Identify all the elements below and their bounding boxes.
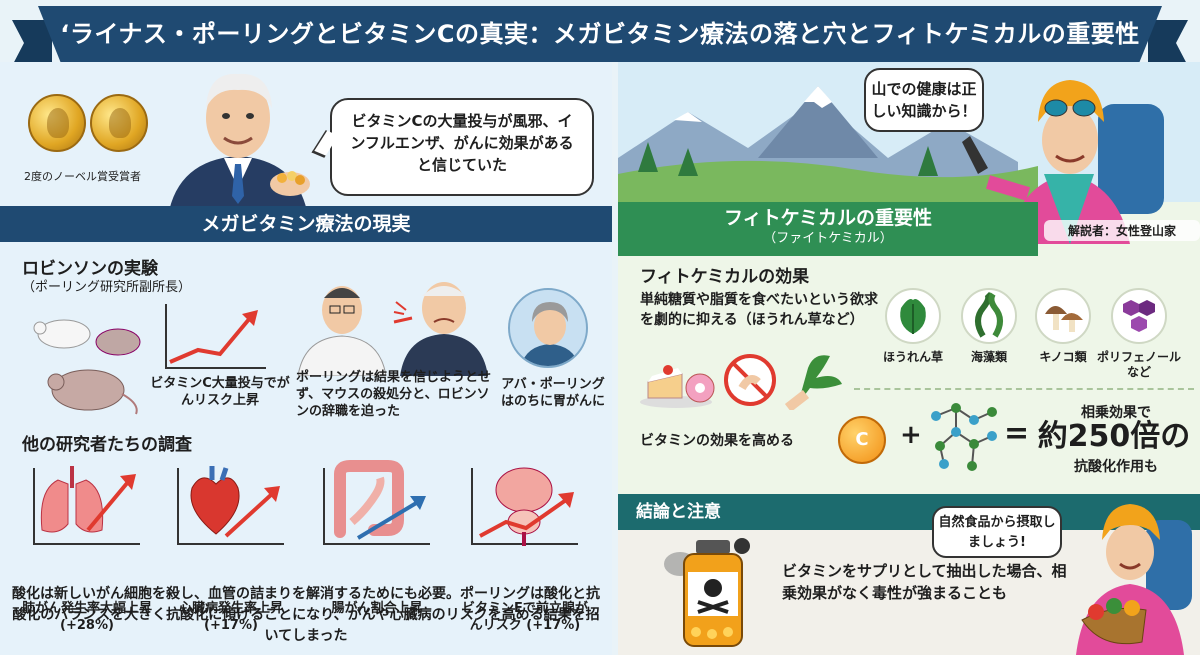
study-label-lung: 肺がん発生率大幅上昇 (+28%) (22, 601, 153, 633)
megavitamin-section-title: メガビタミン療法の現実 (0, 206, 612, 242)
vitamin-c-icon: C (838, 416, 886, 464)
nobel-caption: 2度のノーベル賞受賞者 (24, 170, 141, 183)
plus-sign: + (900, 420, 922, 450)
enhance-vitamin-label: ビタミンの効果を高める (640, 433, 794, 449)
prostate-icon (471, 467, 578, 546)
scientists-argument-illustration (298, 282, 488, 376)
hiker-with-basket-illustration (1076, 504, 1192, 655)
pauling-speech-bubble: ビタミンCの大量投与が風邪、インフルエンザ、がんに効果があると信じていた (311, 98, 594, 196)
spinach-label: ほうれん草 (882, 350, 943, 364)
phytochemical-section-title: フィトケミカルの重要性 （ファイトケミカル） (618, 202, 1038, 256)
pauling-speech-text: ビタミンCの大量投与が風邪、インフルエンザ、がんに効果があると信じていた (350, 112, 574, 174)
phytochemical-subtitle: （ファイトケミカル） (763, 231, 893, 246)
vitamin-c-risk-caption: ビタミンC大量投与でがんリスク上昇 (150, 376, 290, 408)
seaweed-item (958, 288, 1020, 344)
synergy-top-text: 相乗効果で (1081, 405, 1151, 421)
pauling-reaction-caption: ポーリングは結果を信じようとせず、マウスの殺処分と、ロビンソンの辞職を迫った (296, 370, 492, 419)
medal-icon (28, 94, 86, 152)
ava-pauling-portrait (508, 288, 588, 368)
left-conclusion-text: 酸化は新しいがん細胞を殺し、血管の詰まりを解消するためにも必要。ポーリングは酸化… (12, 586, 600, 644)
hiker2-speech-bubble: 自然食品から摂取しましょう! (932, 506, 1062, 558)
equals-sign: = (1004, 416, 1030, 451)
study-label-intestine: 腸がん割合上昇 (331, 601, 423, 616)
title-banner: ‘ライナス・ポーリングとビタミンCの真実：メガビタミン療法の落と穴とフィトケミカ… (12, 6, 1188, 66)
study-label-prostate: ビタミンEで前立腺がんリスク (+17%) (462, 601, 588, 633)
page-title: ‘ライナス・ポーリングとビタミンCの真実：メガビタミン療法の落と穴とフィトケミカ… (60, 20, 1140, 48)
intestine-icon (323, 460, 430, 545)
commentator-label: 解説者：女性登山家 (1044, 220, 1200, 241)
phytochemical-effect-description: 単純糖質や脂質を食べたいという欲求を劇的に抑える（ほうれん草など） (640, 292, 878, 328)
seaweed-icon (975, 291, 1003, 338)
study-card-lung: 肺がん発生率大幅上昇 (+28%) (22, 460, 152, 633)
pauling-portrait (168, 73, 310, 216)
study-card-intestine: 腸がん割合上昇 (318, 460, 436, 616)
ava-pauling-caption: アバ・ポーリングはのちに胃がんに (500, 377, 605, 409)
mushroom-icon (1045, 306, 1083, 332)
robinson-subheading: （ポーリング研究所副所長） (22, 280, 192, 295)
phytochemical-effect-heading: フィトケミカルの効果 (640, 267, 810, 287)
vitamin-c-risk-graph (165, 304, 266, 369)
robinson-heading: ロビンソンの実験 (22, 259, 158, 279)
polyphenol-label: ポリフェノールなど (1096, 350, 1181, 379)
mushroom-label: キノコ類 (1039, 350, 1087, 364)
mice-illustration (33, 319, 141, 415)
caution-text: ビタミンをサプリとして抽出した場合、相乗効果がなく毒性が強まることも (782, 562, 1067, 602)
medal-icon (90, 94, 148, 152)
lungs-icon (33, 466, 140, 545)
hiker-speech-bubble: 山での健康は正しい知識から！ (864, 68, 984, 132)
heart-icon (177, 466, 284, 545)
other-researchers-heading: 他の研究者たちの調査 (22, 435, 192, 455)
spinach-icon (900, 299, 926, 334)
phytochemical-title: フィトケミカルの重要性 (723, 207, 933, 229)
poison-bottle-icon (664, 538, 750, 647)
spinach-item (882, 288, 944, 344)
molecule-icon (931, 403, 997, 471)
craving-suppression-illustration (640, 354, 842, 410)
study-card-heart: 心臓病発生率上昇 (+17%) (172, 460, 290, 633)
synergy-multiplier: 約250倍の (1037, 419, 1191, 454)
right-column: 山での健康は正しい知識から！ フィトケミカルの重要性 （ファイトケミカル） 解説… (618, 62, 1200, 655)
conclusion-section-title: 結論と注意 (618, 494, 1200, 530)
polyphenol-icon (1123, 300, 1155, 332)
title-band (38, 6, 1162, 62)
polyphenol-item (1108, 288, 1170, 344)
study-label-heart: 心臓病発生率上昇 (+17%) (178, 601, 283, 633)
nobel-medals (28, 94, 158, 154)
synergy-bottom-text: 抗酸化作用も (1074, 459, 1158, 475)
dashed-divider (854, 388, 1194, 390)
left-column: 2度のノーベル賞受賞者 ビタミンCの大量投与が風邪、インフルエンザ、がんに効果が… (0, 62, 612, 655)
seaweed-label: 海藻類 (970, 350, 1007, 364)
study-card-prostate: ビタミンEで前立腺がんリスク (+17%) (462, 460, 588, 633)
mushroom-item (1032, 288, 1094, 344)
